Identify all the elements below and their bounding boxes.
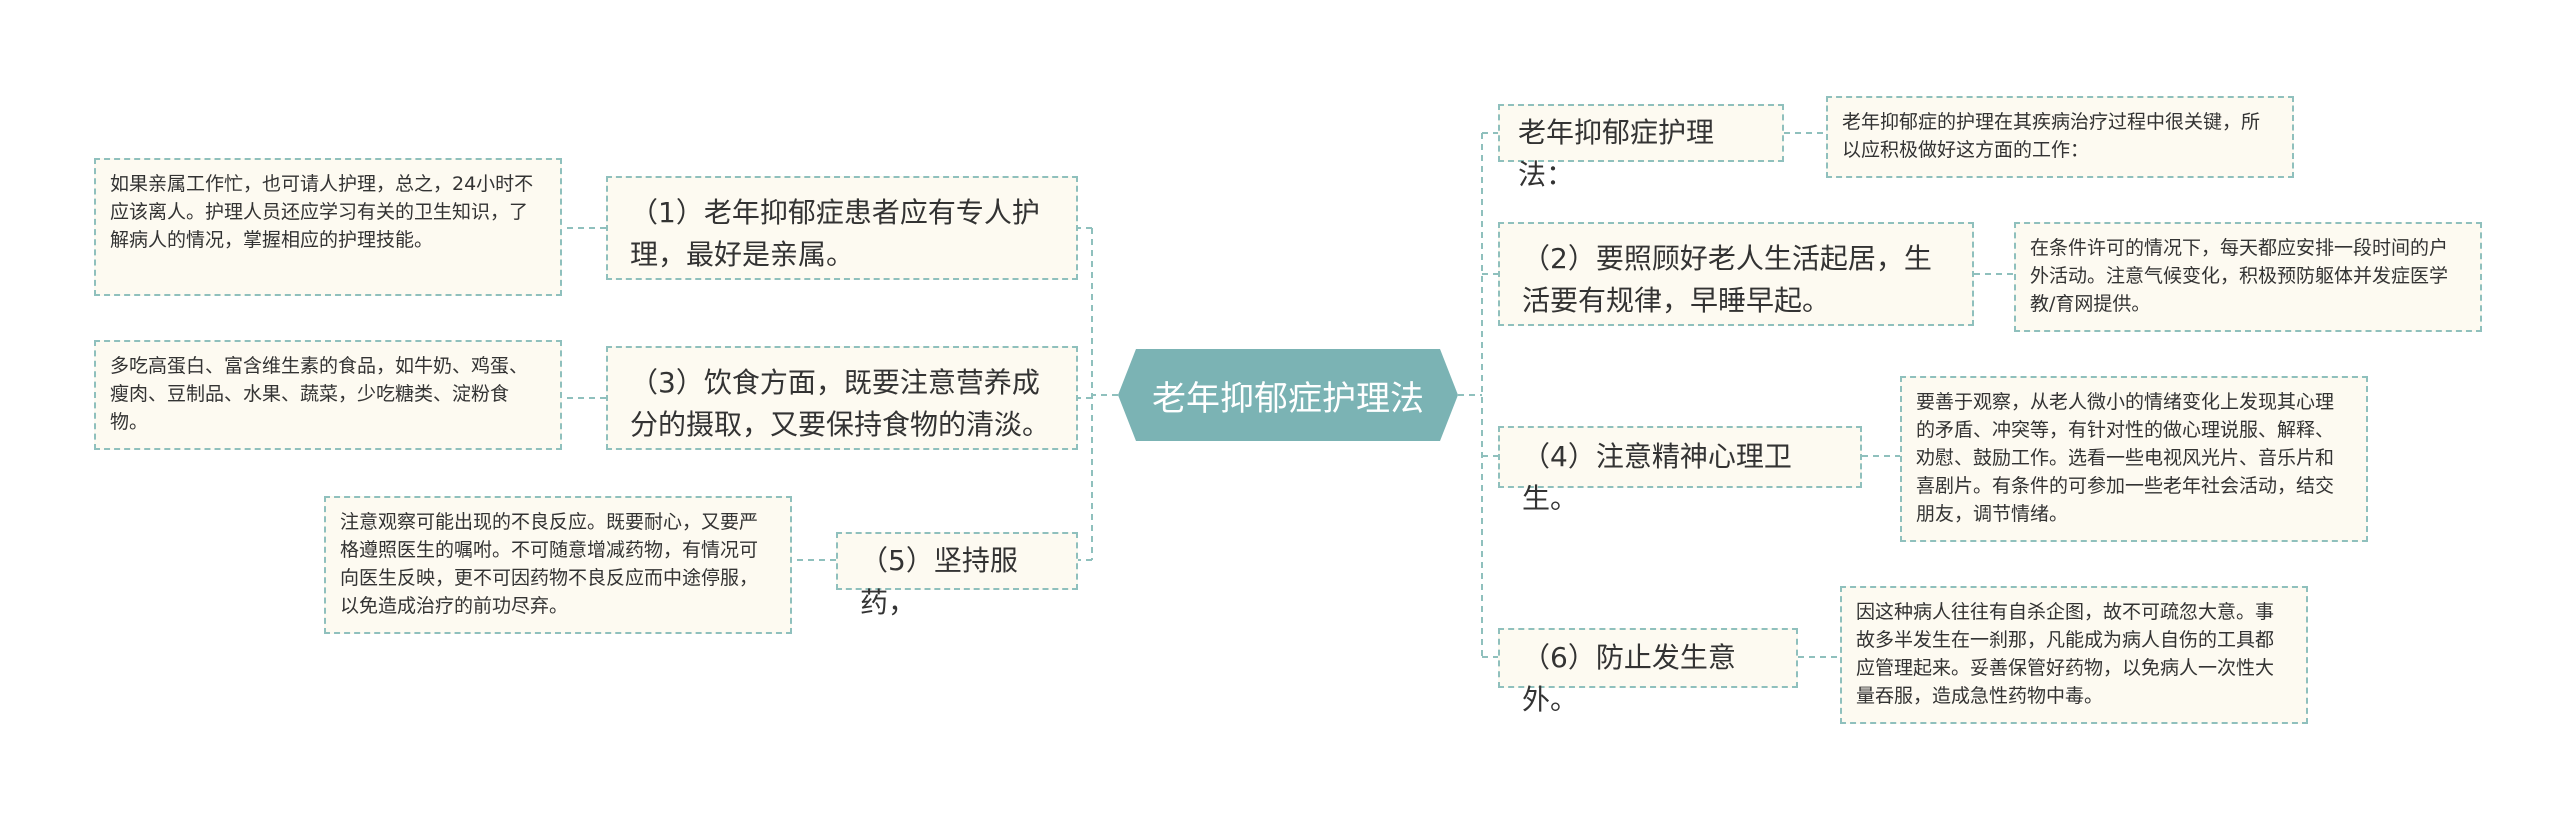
root-topic-shape (1118, 349, 1458, 441)
root-topic[interactable]: 老年抑郁症护理法 (1118, 349, 1458, 441)
branch-intro-topic[interactable]: 老年抑郁症护理法： (1498, 104, 1784, 191)
branch-3-detail[interactable]: 多吃高蛋白、富含维生素的食品，如牛奶、鸡蛋、瘦肉、豆制品、水果、蔬菜，少吃糖类、… (94, 340, 562, 450)
branch-2-topic[interactable]: （2）要照顾好老人生活起居，生活要有规律，早睡早起。 (1498, 222, 1974, 326)
branch-4-detail[interactable]: 要善于观察，从老人微小的情绪变化上发现其心理的矛盾、冲突等，有针对性的做心理说服… (1900, 376, 2368, 542)
branch-1-detail[interactable]: 如果亲属工作忙，也可请人护理，总之，24小时不应该离人。护理人员还应学习有关的卫… (94, 158, 562, 296)
branch-3-topic[interactable]: （3）饮食方面，既要注意营养成分的摄取，又要保持食物的清淡。 (606, 346, 1078, 450)
root-topic-title: 老年抑郁症护理法 (1152, 378, 1424, 419)
branch-2-detail[interactable]: 在条件许可的情况下，每天都应安排一段时间的户外活动。注意气候变化，积极预防躯体并… (2014, 222, 2482, 332)
branch-6-topic[interactable]: （6）防止发生意外。 (1498, 628, 1798, 716)
branch-5-topic[interactable]: （5）坚持服药， (836, 532, 1078, 619)
branch-1-topic[interactable]: （1）老年抑郁症患者应有专人护理，最好是亲属。 (606, 176, 1078, 280)
branch-6-detail[interactable]: 因这种病人往往有自杀企图，故不可疏忽大意。事故多半发生在一刹那，凡能成为病人自伤… (1840, 586, 2308, 724)
branch-intro-detail[interactable]: 老年抑郁症的护理在其疾病治疗过程中很关键，所以应积极做好这方面的工作： (1826, 96, 2294, 178)
branch-5-detail[interactable]: 注意观察可能出现的不良反应。既要耐心，又要严格遵照医生的嘱咐。不可随意增减药物，… (324, 496, 792, 634)
branch-4-topic[interactable]: （4）注意精神心理卫生。 (1498, 426, 1862, 515)
